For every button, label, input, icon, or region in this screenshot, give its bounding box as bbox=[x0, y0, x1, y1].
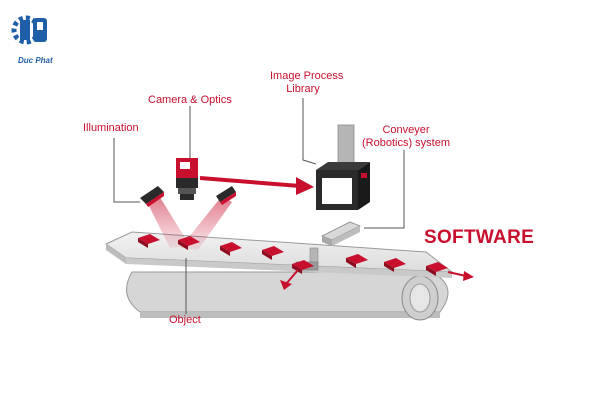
object-item bbox=[138, 234, 160, 248]
object-item bbox=[384, 258, 406, 272]
label-conveyer-line2: (Robotics) system bbox=[361, 137, 451, 149]
label-image-process-line1: Image Process bbox=[270, 70, 344, 82]
software-heading: SOFTWARE bbox=[424, 227, 535, 248]
label-image-process-line2: Library bbox=[286, 83, 320, 95]
objects-on-belt bbox=[138, 234, 448, 276]
image-process-computer bbox=[316, 124, 370, 210]
object-item bbox=[262, 246, 284, 260]
label-object: Object bbox=[169, 314, 201, 326]
object-item bbox=[178, 236, 200, 250]
label-camera-optics: Camera & Optics bbox=[148, 94, 232, 106]
object-item bbox=[292, 260, 314, 274]
object-item bbox=[346, 254, 368, 268]
object-item bbox=[220, 242, 242, 256]
label-illumination: Illumination bbox=[83, 122, 139, 134]
signal-arrow bbox=[199, 176, 314, 195]
label-conveyer: Conveyer (Robotics) system bbox=[360, 124, 452, 150]
logo-icon bbox=[11, 15, 47, 45]
object-item bbox=[426, 262, 448, 276]
reject-arrow bbox=[280, 269, 299, 290]
conveyor-lower-belt bbox=[126, 271, 449, 318]
conveyor-roller bbox=[401, 275, 439, 321]
illumination-right-light bbox=[216, 186, 236, 205]
illumination-beams bbox=[146, 194, 232, 250]
label-conveyer-line1: Conveyer bbox=[382, 124, 430, 136]
label-image-process: Image Process Library bbox=[270, 70, 344, 96]
logo-text: Duc Phat bbox=[18, 56, 53, 65]
output-arrow bbox=[447, 271, 474, 281]
leader-lines bbox=[113, 98, 405, 314]
camera-device bbox=[176, 158, 198, 200]
illumination-left-light bbox=[140, 186, 164, 207]
